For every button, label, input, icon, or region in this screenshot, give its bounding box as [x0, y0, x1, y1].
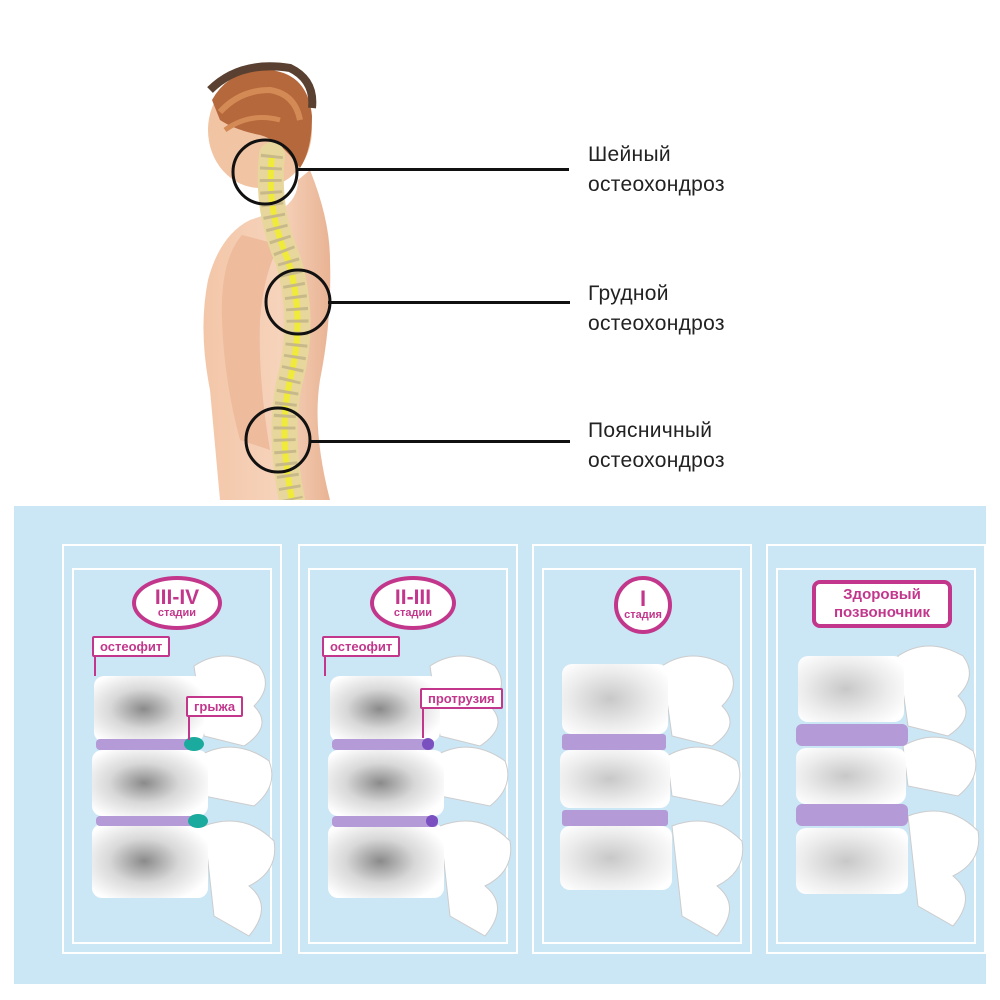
- frame-stage-3-4: [62, 544, 282, 954]
- badge-stage-2-3: II-III стадии: [370, 576, 456, 630]
- human-figure-illustration: [203, 62, 332, 500]
- callout-osteophyte-stage-3-4: остеофит: [92, 636, 171, 657]
- badge-stage-1-sub: стадия: [624, 609, 662, 621]
- badge-stage-3-4: III-IV стадии: [132, 576, 222, 630]
- label-lumbar-line1: Поясничный: [588, 419, 713, 442]
- badge-healthy: Здоровый позвоночник: [812, 580, 952, 628]
- badge-stage-1: I стадия: [614, 576, 672, 634]
- callout-line-protrusion: [422, 708, 424, 738]
- spine-stage-3-4: [92, 655, 276, 937]
- frame-stage-1: [532, 544, 752, 954]
- badge-stage-2-3-sub: стадии: [393, 607, 433, 619]
- badge-stage-3-4-main: III-IV: [154, 586, 200, 609]
- label-thoracic-line1: Грудной: [588, 282, 669, 305]
- callout-line-hernia: [188, 716, 190, 740]
- badge-healthy-line1: Здоровый: [843, 586, 921, 603]
- label-thoracic-line2: остеохондроз: [588, 312, 725, 335]
- callout-line-osteophyte-2: [324, 656, 326, 676]
- label-lumbar: Поясничный остеохондроз: [588, 416, 725, 476]
- callout-hernia: грыжа: [186, 696, 244, 717]
- label-cervical-line2: остеохондроз: [588, 173, 725, 196]
- label-cervical-line1: Шейный: [588, 143, 671, 166]
- spine-healthy: [796, 645, 980, 927]
- label-cervical: Шейный остеохондроз: [588, 140, 725, 200]
- badge-stage-1-main: I: [639, 586, 647, 611]
- leader-line-thoracic: [328, 301, 570, 304]
- badge-healthy-line2: позвоночник: [833, 604, 930, 621]
- callout-osteophyte-stage-2-3: остеофит: [322, 636, 401, 657]
- label-lumbar-line2: остеохондроз: [588, 449, 725, 472]
- callout-line-osteophyte-1: [94, 656, 96, 676]
- leader-line-cervical: [297, 168, 569, 171]
- frame-stage-2-3: [298, 544, 518, 954]
- spine-stage-1: [560, 655, 744, 937]
- stages-panel: III-IV стадии II-III стадии I стадия Здо…: [14, 506, 986, 984]
- label-thoracic: Грудной остеохондроз: [588, 279, 725, 339]
- badge-stage-3-4-sub: стадии: [157, 607, 197, 619]
- badge-stage-2-3-main: II-III: [394, 586, 432, 609]
- callout-protrusion: протрузия: [420, 688, 503, 709]
- leader-line-lumbar: [310, 440, 570, 443]
